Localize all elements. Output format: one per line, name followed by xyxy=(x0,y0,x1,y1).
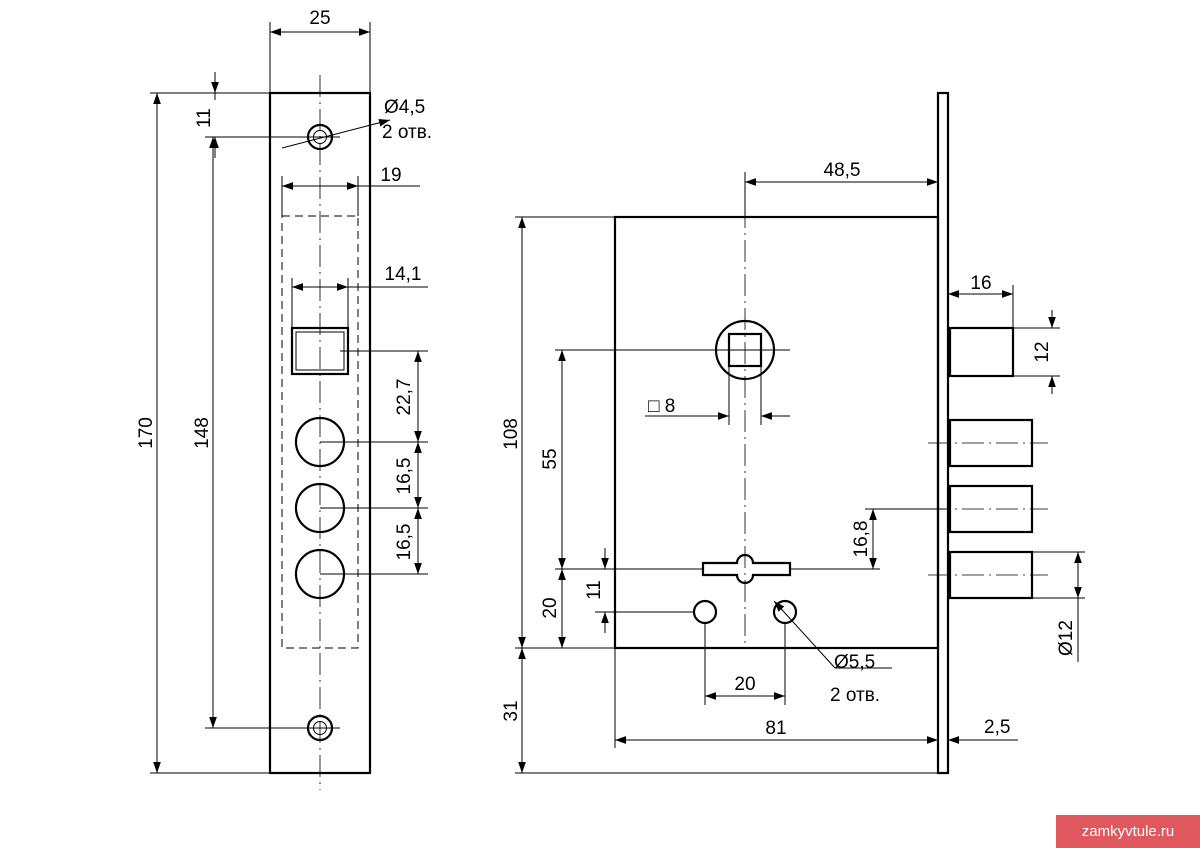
dim-cutout-width: 19 xyxy=(380,165,401,186)
dim-faceplate-extension: 31 xyxy=(501,700,522,721)
dim-hole-spacing: 148 xyxy=(192,417,213,449)
screw-hole-left xyxy=(692,599,718,625)
dim-latch-width: 16 xyxy=(970,273,991,294)
dim-hole-count: 2 отв. xyxy=(382,122,432,143)
side-faceplate xyxy=(936,91,950,775)
dim-top-offset: 11 xyxy=(194,108,215,128)
dim-spindle-square: □ 8 xyxy=(648,396,675,417)
dim-bolt-spacing-1: 16,5 xyxy=(394,458,415,495)
latch xyxy=(948,326,1015,378)
watermark-badge[interactable]: zamkyvtule.ru xyxy=(1056,815,1200,848)
dim-keyhole-offset: 11 xyxy=(584,580,605,600)
dim-inner-width: 14,1 xyxy=(385,264,422,285)
dim-latch-height: 12 xyxy=(1032,341,1053,362)
dim-body-height: 108 xyxy=(501,418,522,450)
dim-backset: 48,5 xyxy=(824,160,861,181)
keyhole xyxy=(701,553,792,585)
side-view: 48,5 108 55 □ 8 16 12 16,8 xyxy=(501,91,1085,775)
dim-screw-spacing: 20 xyxy=(734,674,755,695)
dim-bolt-spacing-2: 16,5 xyxy=(394,524,415,561)
dim-spindle-offset: 55 xyxy=(540,448,561,469)
dim-keyhole-to-bottom: 20 xyxy=(540,597,561,618)
dim-body-width: 81 xyxy=(765,718,786,739)
dim-bolt-diameter: Ø12 xyxy=(1056,620,1077,656)
dim-screw-count: 2 отв. xyxy=(830,685,880,706)
dim-latch-to-bolt: 22,7 xyxy=(394,379,415,416)
front-view: 25 Ø4,5 2 отв. 11 170 148 19 14,1 xyxy=(136,8,432,790)
dim-total-height: 170 xyxy=(136,417,157,449)
dim-screw-diameter: Ø5,5 xyxy=(834,652,875,673)
dim-bolt-spacing: 16,8 xyxy=(851,521,872,558)
dim-hole-diameter: Ø4,5 xyxy=(384,97,425,118)
dim-width: 25 xyxy=(309,8,330,29)
mortise-cutout-dashed xyxy=(281,215,359,649)
lock-body-outline xyxy=(613,215,940,650)
dim-faceplate-thickness: 2,5 xyxy=(984,717,1010,738)
